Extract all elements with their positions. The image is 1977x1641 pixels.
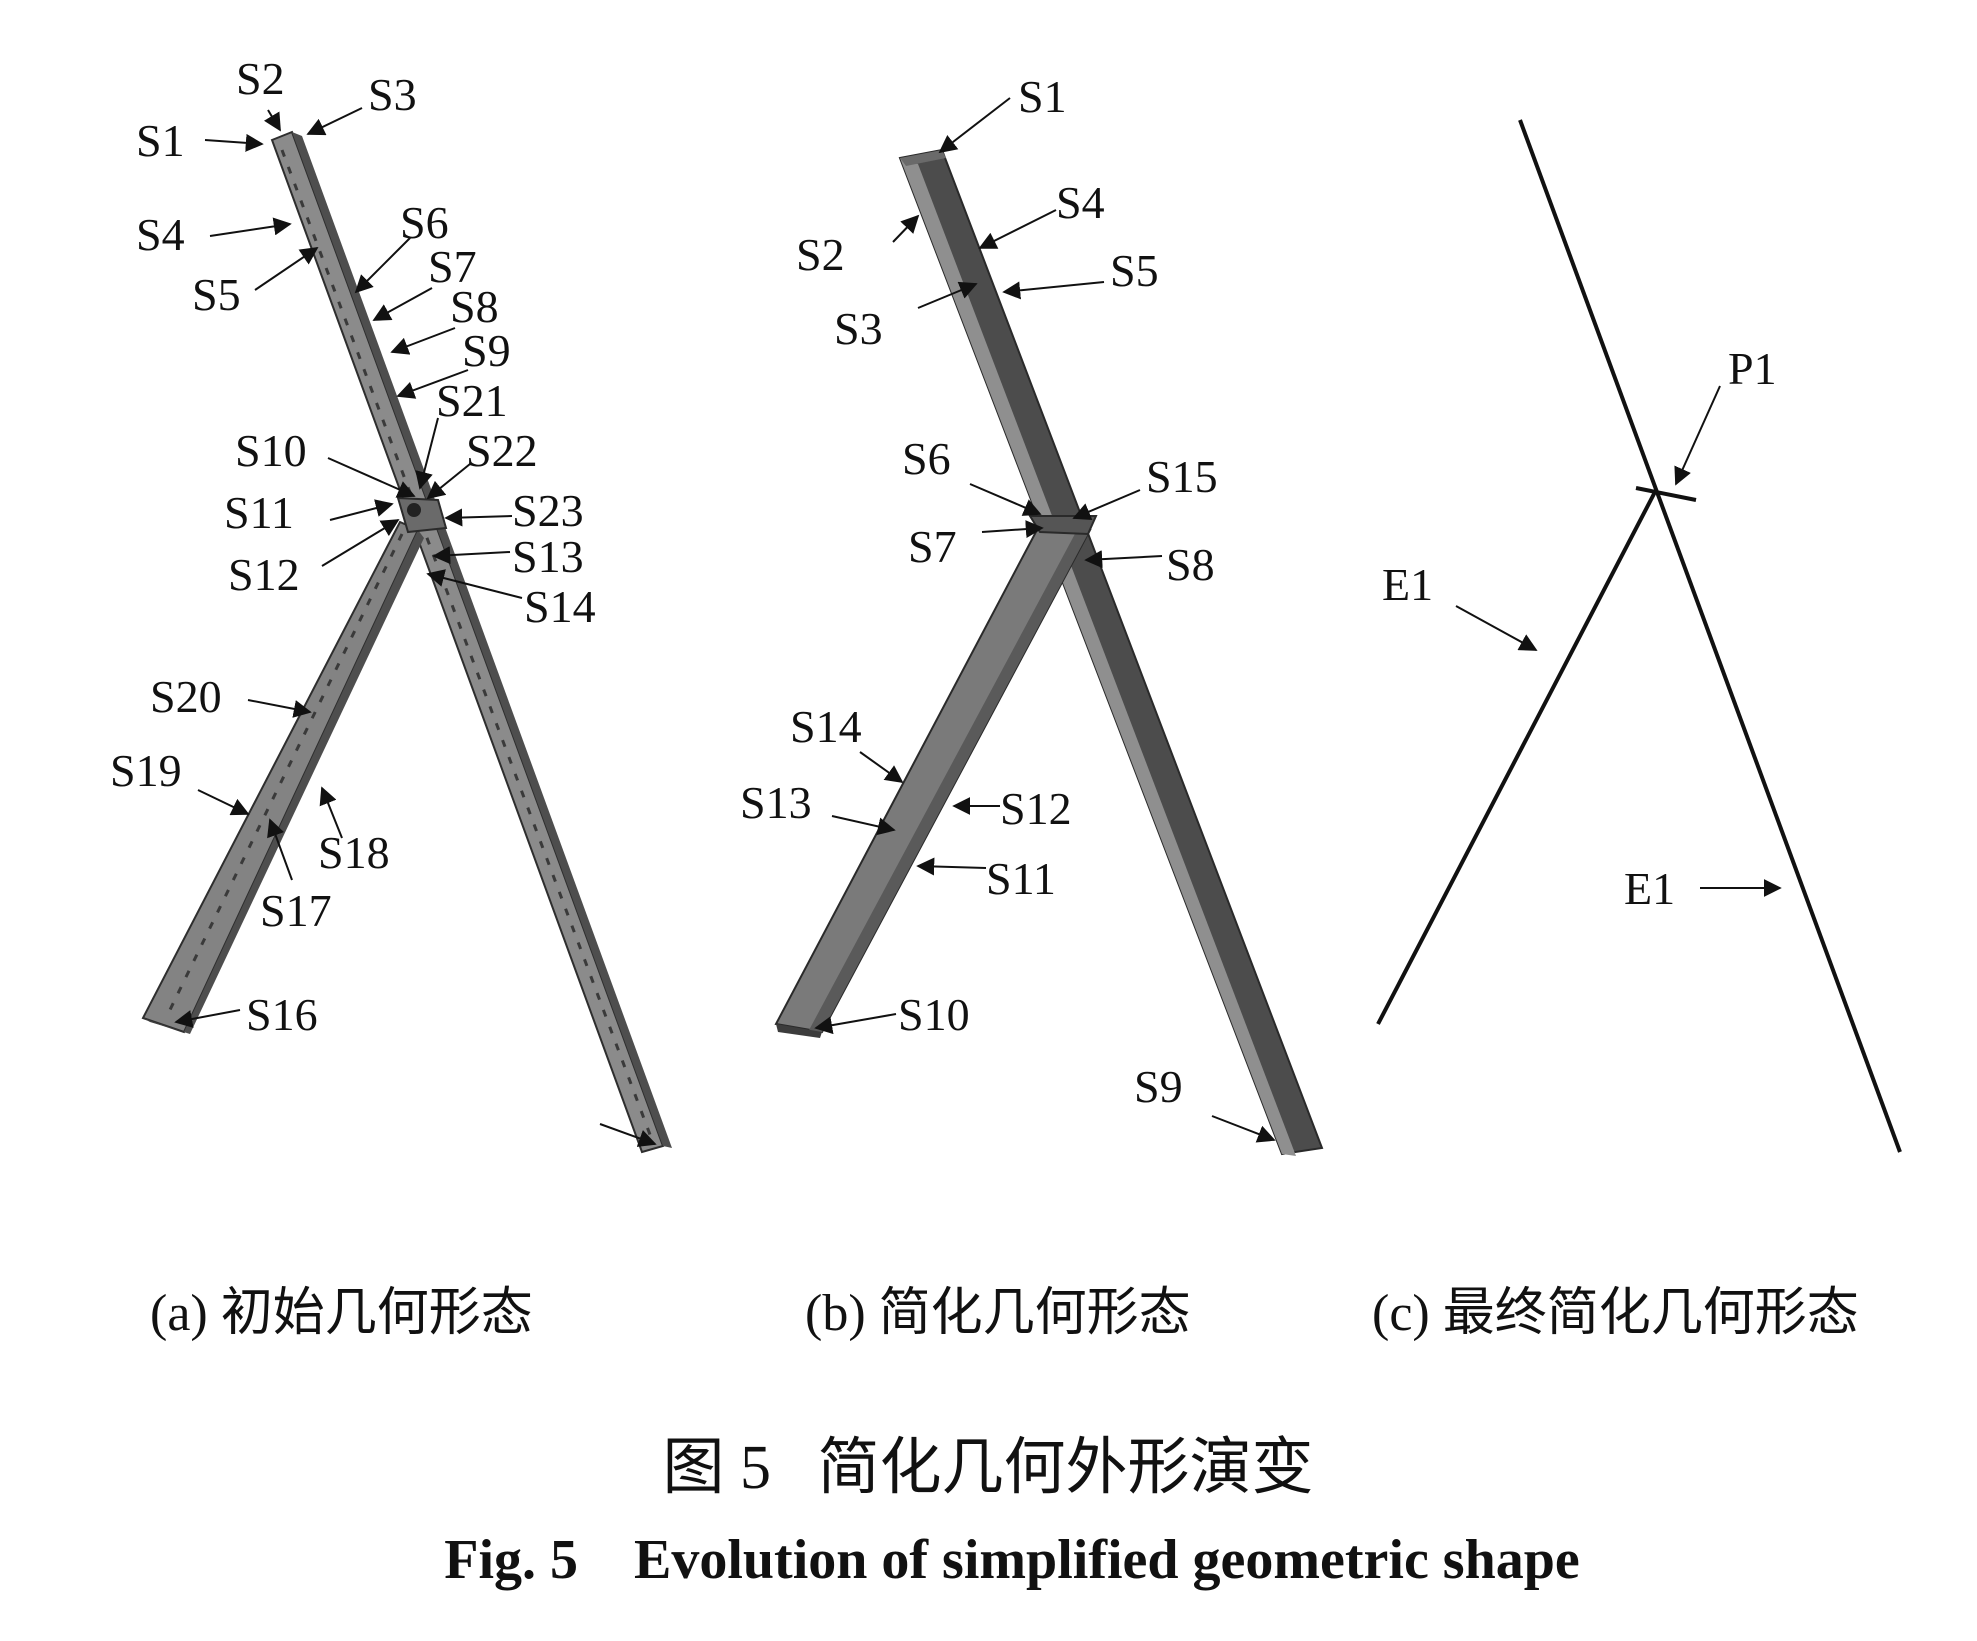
label-a-s17: S17 (260, 885, 332, 936)
c-leaders (1455, 385, 1782, 897)
label-a-s5: S5 (192, 269, 241, 320)
panel-a-initial-geometry: S2 S3 S1 S4 S6 S7 S5 S8 S9 S21 S10 S22 S… (110, 53, 672, 1154)
label-a-s22: S22 (466, 425, 538, 476)
c-joint-tick (1635, 486, 1697, 502)
label-a-s3: S3 (368, 69, 417, 120)
label-b-s3: S3 (834, 303, 883, 354)
label-b-s4: S4 (1056, 177, 1105, 228)
label-c-e1-long: E1 (1624, 863, 1675, 914)
subcaption-c: (c) 最终简化几何形态 (1372, 1285, 1859, 1342)
label-b-s10: S10 (898, 989, 970, 1040)
label-a-s8: S8 (450, 281, 499, 332)
label-b-s6: S6 (902, 433, 951, 484)
label-a-s18: S18 (318, 827, 390, 878)
b-joint (1028, 515, 1098, 536)
c-short-line (1376, 489, 1658, 1025)
label-c-p1: P1 (1728, 343, 1777, 394)
label-a-s19: S19 (110, 745, 182, 796)
subcaption-b: (b) 简化几何形态 (805, 1285, 1191, 1342)
label-b-s14: S14 (790, 701, 862, 752)
b-leaders (814, 97, 1276, 1143)
label-a-s7: S7 (428, 241, 477, 292)
figure-caption-chinese: 图 5 简化几何外形演变 (662, 1434, 1313, 1502)
label-a-s10: S10 (235, 425, 307, 476)
label-b-s9: S9 (1134, 1061, 1183, 1112)
b-long-beam (898, 148, 1324, 1156)
label-a-s2: S2 (236, 53, 285, 104)
label-a-s20: S20 (150, 671, 222, 722)
label-b-s7: S7 (908, 521, 957, 572)
a-joint (396, 496, 448, 534)
label-c-e1-short: E1 (1382, 559, 1433, 610)
label-a-s1: S1 (136, 115, 185, 166)
label-b-s11: S11 (986, 853, 1056, 904)
panel-b-simplified-geometry: S1 S4 S2 S5 S3 S6 S15 S7 S8 S14 S13 S12 … (740, 71, 1324, 1156)
a-leaders (174, 107, 523, 1028)
label-a-s16: S16 (246, 989, 318, 1040)
label-b-s8: S8 (1166, 539, 1215, 590)
panel-c-final-geometry: P1 E1 E1 (1376, 119, 1902, 1153)
label-b-s2: S2 (796, 229, 845, 280)
label-a-s9: S9 (462, 325, 511, 376)
label-b-s5: S5 (1110, 245, 1159, 296)
c-long-line (1518, 119, 1902, 1153)
subcaption-a: (a) 初始几何形态 (150, 1285, 533, 1342)
label-a-s11: S11 (224, 487, 294, 538)
label-a-s14: S14 (524, 581, 596, 632)
label-b-s13: S13 (740, 777, 812, 828)
label-b-s1: S1 (1018, 71, 1067, 122)
label-a-s23: S23 (512, 485, 584, 536)
label-a-s6: S6 (400, 197, 449, 248)
label-b-s15: S15 (1146, 451, 1218, 502)
label-a-s13: S13 (512, 531, 584, 582)
label-a-s21: S21 (436, 375, 508, 426)
label-b-s12: S12 (1000, 783, 1072, 834)
figure-caption-english: Fig. 5 Evolution of simplified geometric… (444, 1529, 1580, 1591)
label-a-s12: S12 (228, 549, 300, 600)
a-long-beam (270, 130, 672, 1154)
label-a-s4: S4 (136, 209, 185, 260)
